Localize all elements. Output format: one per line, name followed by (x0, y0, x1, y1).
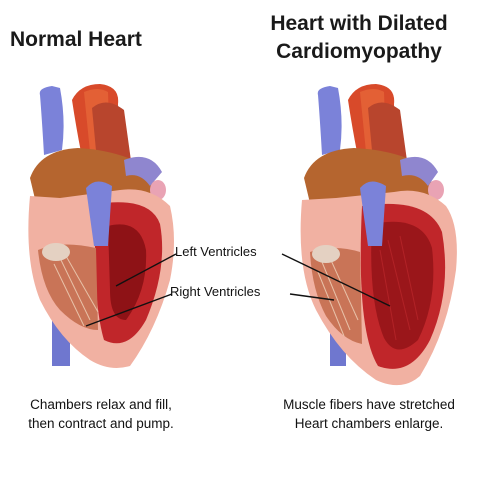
normal-vena-cava-top (40, 86, 64, 155)
title-dilated-heart-line1: Heart with Dilated (252, 12, 466, 36)
label-right-ventricles: Right Ventricles (170, 284, 260, 299)
caption-normal-line1: Chambers relax and fill, (6, 395, 196, 414)
dilated-vena-cava-top (318, 86, 342, 155)
caption-dilated-line1: Muscle fibers have stretched (262, 395, 476, 414)
caption-dilated-line2: Heart chambers enlarge. (262, 414, 476, 433)
dilated-heart-illustration (301, 84, 457, 385)
title-dilated-heart-line2: Cardiomyopathy (252, 40, 466, 64)
label-left-ventricles: Left Ventricles (175, 244, 257, 259)
normal-heart-illustration (28, 84, 174, 368)
title-normal-heart: Normal Heart (10, 28, 170, 52)
caption-normal-line2: then contract and pump. (6, 414, 196, 433)
